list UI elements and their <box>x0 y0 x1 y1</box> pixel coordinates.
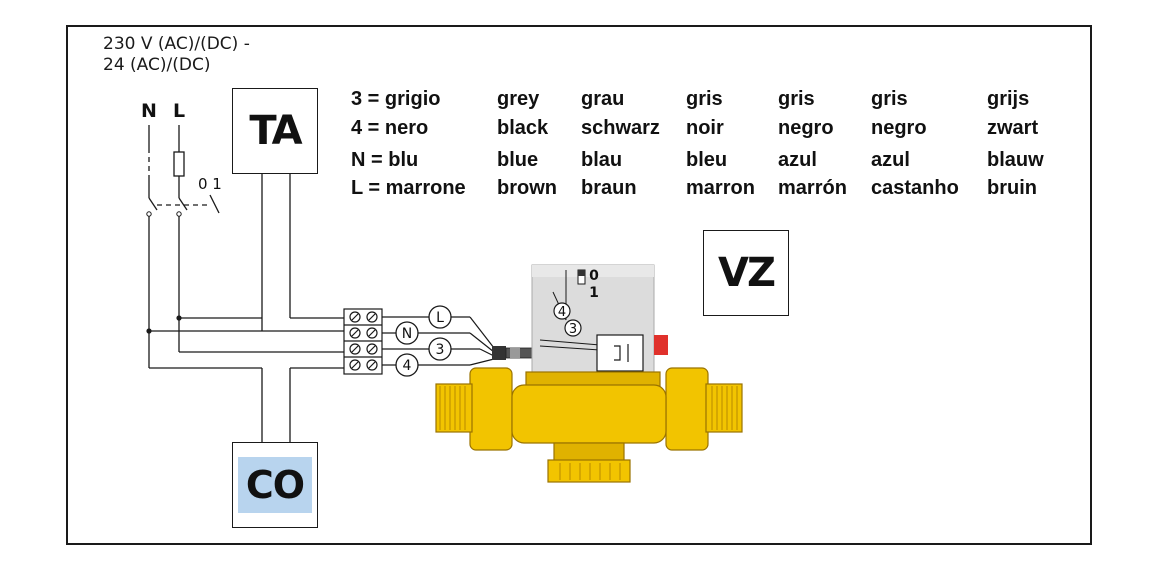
legend-cell: blau <box>581 149 623 171</box>
legend-cell: noir <box>686 117 724 139</box>
legend-cell: gris <box>686 88 723 110</box>
legend-cell: grijs <box>987 88 1030 110</box>
legend-cell: gris <box>778 88 815 110</box>
legend-cell: blauw <box>987 149 1044 171</box>
ta-box: TA <box>232 88 318 174</box>
legend-cell: negro <box>871 117 927 139</box>
actuator-marker-4: 4 <box>558 305 566 320</box>
legend-cell: azul <box>871 149 910 171</box>
actuator-marker-3: 3 <box>569 322 577 337</box>
legend-cell: N = blu <box>351 149 419 171</box>
legend-cell: L = marrone <box>351 177 466 199</box>
legend-cell: castanho <box>871 177 959 199</box>
legend-cell: schwarz <box>581 117 660 139</box>
diagram-frame <box>66 25 1092 545</box>
legend-cell: zwart <box>987 117 1039 139</box>
legend-cell: bruin <box>987 177 1037 199</box>
supply-voltage-label: 230 V (AC)/(DC) - 24 (AC)/(DC) <box>103 34 250 75</box>
wire-marker-l: L <box>436 310 444 326</box>
actuator-switch-0: 0 <box>589 268 599 284</box>
legend-cell: black <box>497 117 549 139</box>
wire-marker-n: N <box>402 326 412 342</box>
legend-cell: bleu <box>686 149 728 171</box>
wire-marker-4: 4 <box>403 358 412 374</box>
vz-box: VZ <box>703 230 789 316</box>
legend-cell: grau <box>581 88 625 110</box>
switch-label: 0 1 <box>198 175 222 193</box>
live-label: L <box>173 100 186 122</box>
actuator-switch-1: 1 <box>589 285 599 301</box>
legend-cell: blue <box>497 149 539 171</box>
co-box: CO <box>232 442 318 528</box>
vz-label: VZ <box>718 250 776 296</box>
legend-cell: braun <box>581 177 637 199</box>
legend-cell: azul <box>778 149 817 171</box>
ta-label: TA <box>249 108 302 154</box>
co-label: CO <box>237 457 313 513</box>
legend-cell: 3 = grigio <box>351 88 441 110</box>
legend-cell: brown <box>497 177 557 199</box>
legend-cell: 4 = nero <box>351 117 429 139</box>
wire-marker-3: 3 <box>436 342 445 358</box>
neutral-label: N <box>141 100 157 122</box>
legend-cell: marron <box>686 177 755 199</box>
legend-cell: marrón <box>778 177 847 199</box>
legend-cell: grey <box>497 88 540 110</box>
legend-cell: gris <box>871 88 908 110</box>
legend-cell: negro <box>778 117 834 139</box>
